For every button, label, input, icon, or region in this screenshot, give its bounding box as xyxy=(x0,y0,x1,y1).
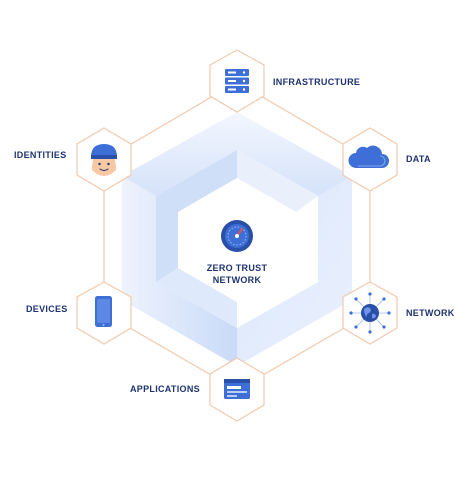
label-infrastructure: INFRASTRUCTURE xyxy=(273,77,361,87)
label-identities: IDENTITIES xyxy=(14,150,67,160)
center-label-line2: NETWORK xyxy=(212,275,262,285)
compass-icon xyxy=(221,220,253,252)
server-rack-icon xyxy=(225,69,249,93)
center-label-line1: ZERO TRUST xyxy=(206,263,268,273)
center-3d-hexagon xyxy=(122,112,352,366)
label-applications: APPLICATIONS xyxy=(130,384,200,394)
cloud-icon xyxy=(348,145,389,168)
globe-network-icon xyxy=(349,292,391,334)
user-head-icon xyxy=(91,144,117,176)
smartphone-icon xyxy=(95,296,112,327)
label-data: DATA xyxy=(406,154,431,164)
app-window-icon xyxy=(224,379,250,399)
label-network: NETWORK xyxy=(406,308,455,318)
label-devices: DEVICES xyxy=(26,304,68,314)
